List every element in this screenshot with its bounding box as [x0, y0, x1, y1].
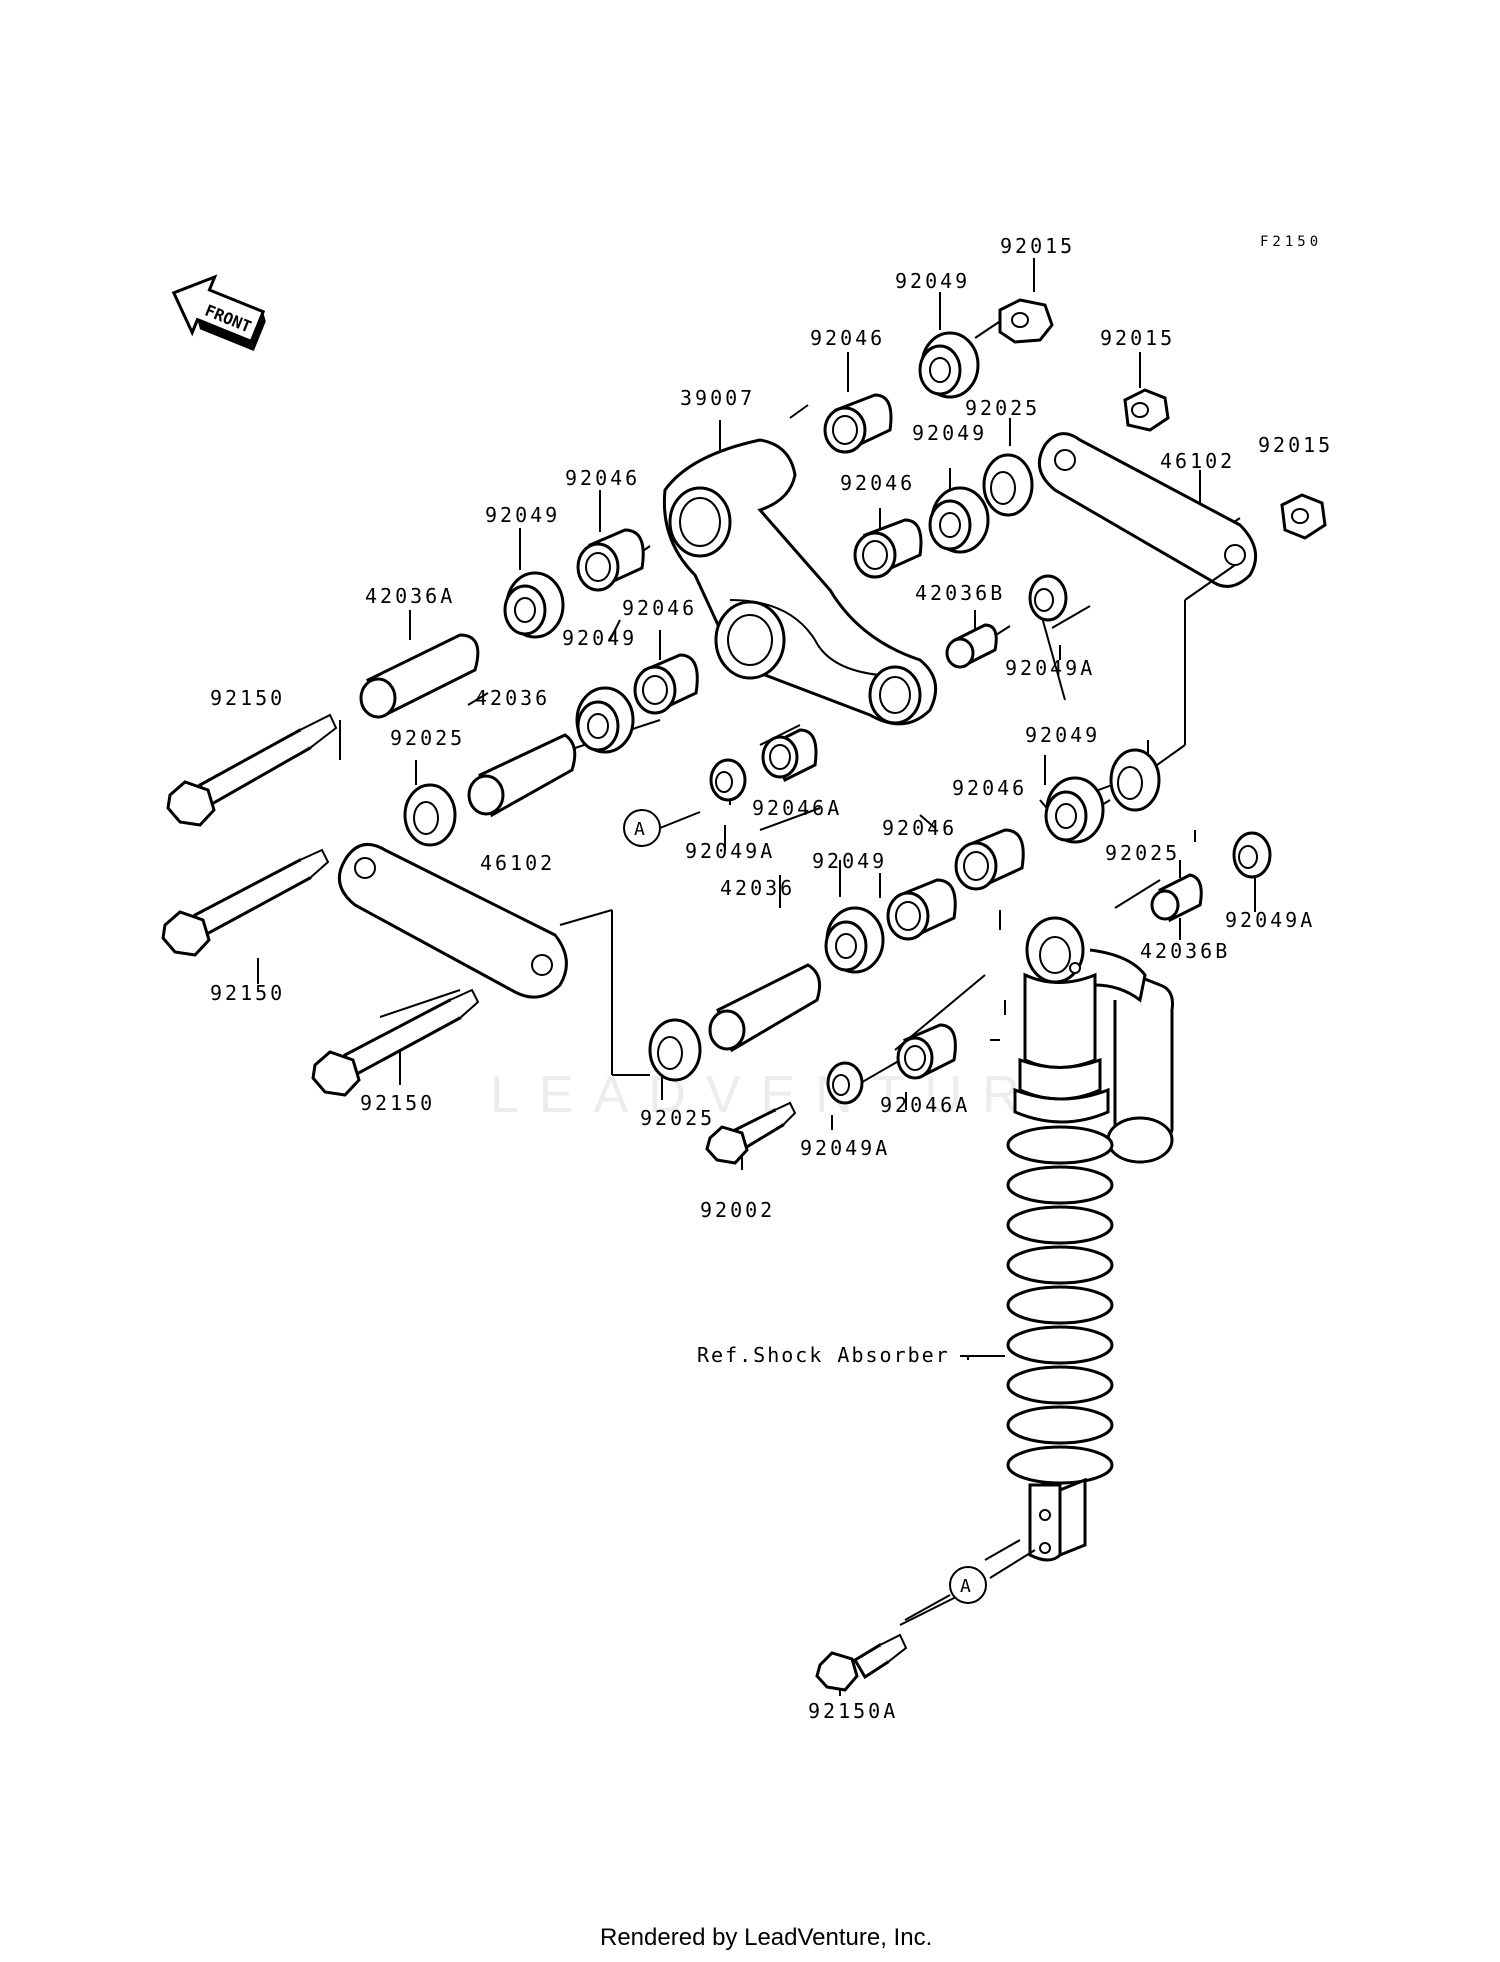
- label-92049A-right: 92049A: [1225, 908, 1315, 932]
- label-92046-center: 92046: [882, 816, 957, 840]
- bearing-92046A-low: [896, 1023, 957, 1080]
- bearing-92046A-mid: [761, 728, 818, 783]
- label-92046-mid: 92046: [840, 471, 915, 495]
- washer-92049A-low: [826, 1061, 864, 1105]
- callout-a-top-label: A: [634, 819, 645, 840]
- label-92049-mid: 92049: [912, 421, 987, 445]
- washer-92049A-right: [1232, 831, 1272, 879]
- washer-92049-mid: [928, 486, 990, 554]
- bearing-92046-right: [954, 828, 1025, 891]
- washer-92025-right: [1109, 748, 1161, 812]
- label-92150A: 92150A: [808, 1699, 898, 1723]
- bolt-92150-mid: [161, 848, 330, 957]
- label-92046-top: 92046: [810, 326, 885, 350]
- collar-42036A: [359, 633, 480, 719]
- collar-42036B-top: [945, 623, 998, 669]
- label-92049A-low: 92049A: [800, 1136, 890, 1160]
- shock-absorber: [1006, 916, 1174, 1562]
- label-92049-top: 92049: [895, 269, 970, 293]
- footer-credit: Rendered by LeadVenture, Inc.: [600, 1924, 932, 1951]
- nut-92015-mid: [1123, 388, 1170, 432]
- callout-a-top: A: [623, 809, 661, 847]
- label-92049A-top: 92049A: [1005, 656, 1095, 680]
- label-42036A: 42036A: [365, 584, 455, 608]
- washer-92049-lower: [575, 686, 635, 754]
- label-92046A-low: 92046A: [880, 1093, 970, 1117]
- link-46102-right: [1037, 432, 1258, 588]
- label-92150-low: 92150: [360, 1091, 435, 1115]
- callout-a-low-label: A: [960, 1576, 971, 1597]
- nut-92015-top: [998, 298, 1054, 344]
- bolt-92150-low: [311, 988, 480, 1097]
- bolt-92002: [705, 1101, 797, 1165]
- washer-92025-top: [982, 453, 1034, 517]
- link-46102-left: [337, 842, 568, 999]
- washer-92025-left: [403, 783, 457, 847]
- label-92025-top: 92025: [965, 396, 1040, 420]
- collar-42036-left: [467, 733, 577, 818]
- rocker-arm-39007: [662, 438, 938, 726]
- label-92025-right: 92025: [1105, 841, 1180, 865]
- label-92046-right: 92046: [952, 776, 1027, 800]
- label-46102-right: 46102: [1160, 449, 1235, 473]
- bearing-92046-left: [576, 528, 645, 592]
- bearing-92046-center: [886, 878, 957, 941]
- bearing-92046-lower: [633, 653, 699, 715]
- label-39007: 39007: [680, 386, 755, 410]
- label-42036-center: 42036: [720, 876, 795, 900]
- label-92025-left: 92025: [390, 726, 465, 750]
- label-92049-center: 92049: [812, 849, 887, 873]
- label-42036-left: 42036: [475, 686, 550, 710]
- label-92049-lower: 92049: [562, 626, 637, 650]
- label-92046-left: 92046: [565, 466, 640, 490]
- collar-42036B-right: [1150, 873, 1203, 923]
- label-92025-low: 92025: [640, 1106, 715, 1130]
- nut-92015-right: [1280, 493, 1327, 540]
- washer-92049-right: [1044, 776, 1105, 844]
- bearing-92046-top: [823, 393, 893, 454]
- bolt-92150A: [815, 1633, 908, 1692]
- washer-92049A-top: [1028, 574, 1068, 622]
- washer-92049A-mid: [709, 758, 747, 802]
- label-92002: 92002: [700, 1198, 775, 1222]
- washer-92049-top: [918, 331, 980, 399]
- label-92049A-mid: 92049A: [685, 839, 775, 863]
- label-ref-shock-absorber: Ref.Shock Absorber: [697, 1343, 950, 1367]
- part-labels: 92015 92049 92046 92015 92025 39007 9204…: [210, 234, 1333, 1723]
- front-arrow-icon: FRONT: [171, 274, 266, 352]
- label-92150-top: 92150: [210, 686, 285, 710]
- washer-92049-center: [824, 906, 885, 974]
- bolt-92150-top: [166, 713, 338, 827]
- label-92015-right: 92015: [1258, 433, 1333, 457]
- label-42036B-top: 42036B: [915, 581, 1005, 605]
- spring-coils: [1006, 1125, 1114, 1485]
- label-92015-top: 92015: [1000, 234, 1075, 258]
- label-42036B-right: 42036B: [1140, 939, 1230, 963]
- figure-code: F2150: [1260, 234, 1322, 250]
- label-92049-left: 92049: [485, 503, 560, 527]
- collar-42036-center: [708, 963, 821, 1053]
- bearing-92046-mid: [853, 518, 923, 579]
- label-92150-mid: 92150: [210, 981, 285, 1005]
- label-92015-mid: 92015: [1100, 326, 1175, 350]
- callout-a-low: A: [949, 1566, 987, 1604]
- label-92046-lower: 92046: [622, 596, 697, 620]
- washer-92025-low: [648, 1018, 702, 1082]
- label-92046A-mid: 92046A: [752, 796, 842, 820]
- label-46102-left: 46102: [480, 851, 555, 875]
- washer-92049-left: [503, 571, 565, 639]
- label-92049-right: 92049: [1025, 723, 1100, 747]
